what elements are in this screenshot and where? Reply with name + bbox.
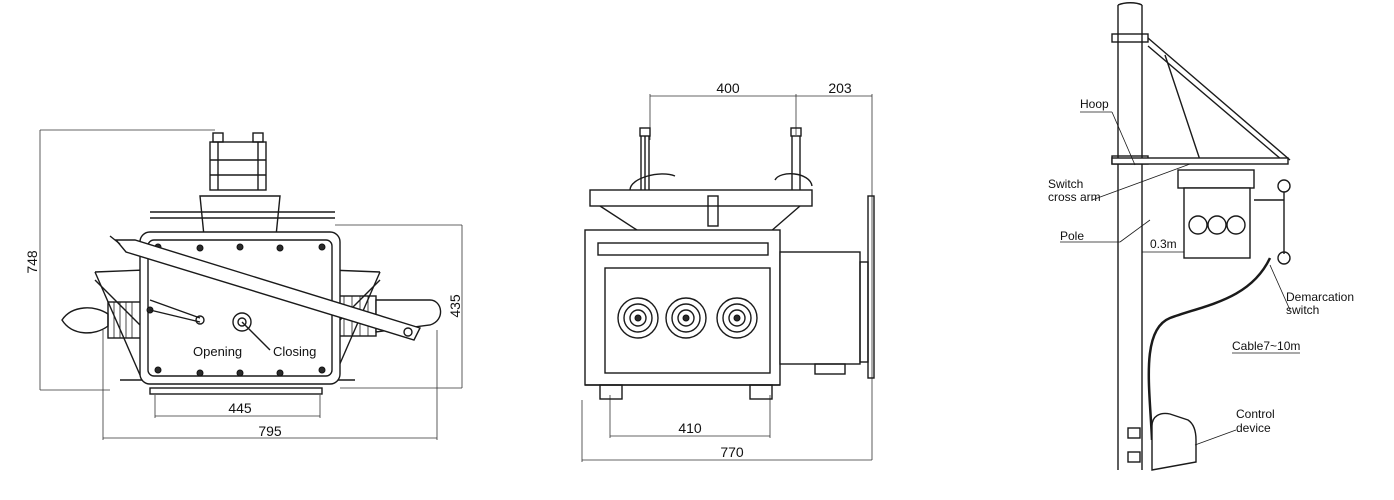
label-control-line-1: Control	[1236, 407, 1275, 421]
label-cross-arm-line-2: cross arm	[1048, 190, 1101, 204]
dim-748: 748	[24, 250, 40, 274]
front-view: 748 435 445 795	[24, 129, 463, 440]
cable	[1147, 257, 1272, 441]
label-opening: Opening	[193, 344, 242, 359]
control-device	[1127, 412, 1197, 471]
label-distance: 0.3m	[1150, 237, 1177, 251]
side-view: 400 203 410 770	[581, 80, 875, 462]
operating-lever	[109, 235, 421, 341]
label-control-line-2: device	[1236, 421, 1271, 435]
dim-203: 203	[828, 80, 852, 96]
dim-400: 400	[716, 80, 740, 96]
label-hoop: Hoop	[1080, 97, 1109, 111]
label-cross-arm-line-1: Switch	[1048, 177, 1083, 191]
side-body	[584, 229, 781, 400]
side-mechanism-box	[779, 195, 875, 379]
left-bushing	[61, 301, 149, 339]
pole	[1117, 2, 1143, 470]
hoop-support	[1111, 33, 1291, 165]
installation-view: Hoop Switch cross arm Pole 0.3m Demarcat…	[1048, 2, 1354, 471]
label-closing: Closing	[273, 344, 316, 359]
side-dimensions	[581, 94, 873, 462]
side-top-frame	[589, 189, 813, 233]
label-pole: Pole	[1060, 229, 1084, 243]
dim-770: 770	[720, 444, 744, 460]
front-dimensions	[39, 129, 463, 440]
top-bracket	[150, 132, 335, 237]
dim-795: 795	[258, 423, 282, 439]
label-switch-line-1: Demarcation	[1286, 290, 1354, 304]
demarcation-switch	[1177, 169, 1291, 265]
leader-lines	[1060, 111, 1300, 446]
side-terminals	[629, 127, 813, 191]
dim-410: 410	[678, 420, 702, 436]
label-cable: Cable7~10m	[1232, 339, 1300, 353]
label-switch-line-2: switch	[1286, 303, 1319, 317]
dim-445: 445	[228, 400, 252, 416]
dim-435: 435	[447, 294, 463, 318]
